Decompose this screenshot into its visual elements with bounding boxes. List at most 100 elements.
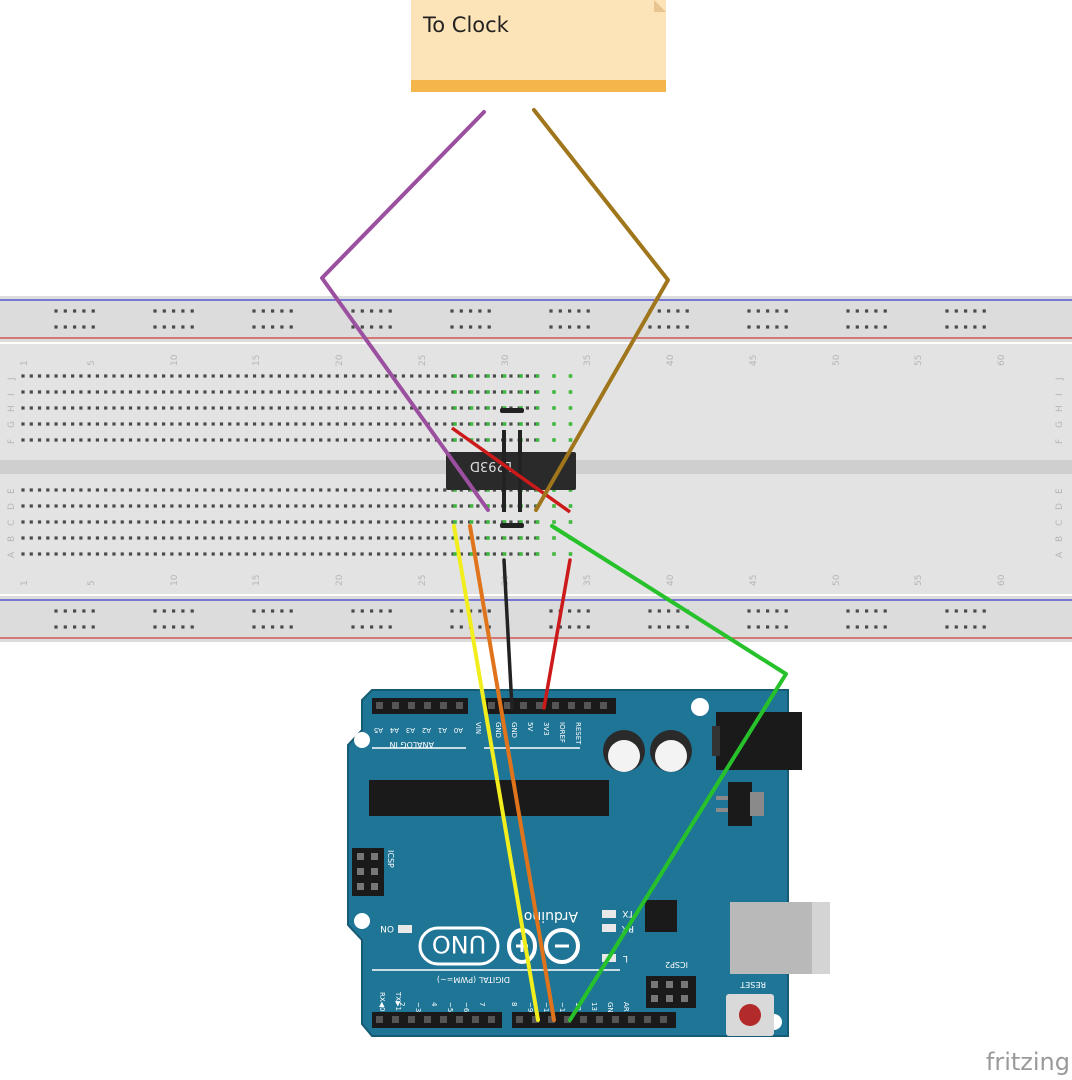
breadboard-hole [170, 504, 174, 508]
icsp-header-pins [357, 853, 378, 890]
rail-hole [855, 309, 859, 313]
breadboard-hole [360, 390, 364, 394]
breadboard-hole [228, 488, 232, 492]
breadboard-hole [161, 422, 166, 426]
reset-button[interactable] [739, 1004, 761, 1026]
breadboard-hole [426, 536, 430, 540]
rail-hole [73, 325, 77, 329]
breadboard-hole [244, 406, 248, 410]
breadboard-hole [286, 552, 290, 556]
connected-hole [568, 406, 573, 410]
breadboard-hole [195, 488, 199, 492]
wire-yellow[interactable] [452, 524, 540, 1022]
rail-hole [450, 325, 454, 329]
rail-hole [846, 325, 850, 329]
wire-black[interactable] [502, 558, 514, 710]
rail-hole [487, 609, 491, 613]
connected-hole [552, 390, 556, 394]
reset-label: RESET [740, 980, 766, 989]
rail-hole [181, 325, 185, 329]
breadboard-hole [178, 536, 182, 540]
analog-pin-labels: A5 A4 A3 A2 A1 A0 [374, 726, 463, 734]
breadboard-hole [426, 504, 430, 508]
header-pin [392, 1016, 399, 1023]
arduino-uno[interactable]: A5 A4 A3 A2 A1 A0 ANALOG IN VIN GND GND … [347, 689, 830, 1037]
breadboard-hole [211, 504, 215, 508]
col-num-top: 5 [87, 360, 97, 366]
connected-hole [535, 552, 540, 556]
breadboard-hole [37, 390, 42, 394]
rail-hole [855, 609, 859, 613]
breadboard-hole [252, 390, 257, 394]
header-pin [532, 1016, 539, 1023]
breadboard-hole [195, 438, 199, 442]
breadboard-hole [277, 406, 281, 410]
wire-purple[interactable] [320, 110, 490, 512]
breadboard-hole [418, 536, 422, 540]
col-num-bottom: 40 [666, 574, 676, 586]
rail-hole [172, 609, 176, 613]
breadboard-hole [186, 422, 190, 426]
breadboard-hole [137, 390, 141, 394]
breadboard-hole [476, 422, 480, 426]
breadboard-hole [286, 390, 290, 394]
breadboard-hole [54, 488, 58, 492]
breadboard-hole [170, 374, 174, 378]
breadboard-hole [377, 422, 381, 426]
rail-hole [676, 609, 680, 613]
breadboard-hole [377, 552, 381, 556]
connected-hole [568, 552, 573, 556]
fritzing-watermark: fritzing [986, 1048, 1070, 1076]
rail-hole [964, 325, 968, 329]
breadboard-hole [476, 520, 480, 524]
breadboard-hole [302, 536, 306, 540]
connected-hole [486, 390, 490, 394]
breadboard-hole [476, 406, 480, 410]
icsp-header [352, 848, 384, 896]
breadboard-hole [120, 520, 124, 524]
breadboard-hole [343, 552, 348, 556]
breadboard-hole [294, 520, 298, 524]
col-num-top: 25 [418, 355, 428, 366]
breadboard-hole [170, 406, 174, 410]
breadboard-hole [54, 552, 58, 556]
breadboard-hole [261, 520, 265, 524]
note-strip [411, 80, 666, 92]
on-led [398, 925, 412, 933]
power-pin-label: GND [494, 722, 502, 738]
rail-hole [388, 609, 392, 613]
wire-brown[interactable] [532, 108, 670, 512]
rail-hole [73, 609, 77, 613]
icsp-pin [371, 868, 378, 875]
breadboard-hole [418, 374, 422, 378]
col-num-bottom: 5 [87, 580, 97, 586]
connected-hole [453, 520, 457, 524]
wire-orange[interactable] [468, 524, 556, 1022]
header-pin [520, 702, 527, 709]
rail-hole [667, 609, 671, 613]
rail-hole [54, 609, 58, 613]
breadboard-hole [327, 422, 331, 426]
breadboard-hole [186, 438, 190, 442]
wire-red[interactable] [542, 558, 572, 710]
breadboard-hole [104, 438, 108, 442]
rail-hole [459, 325, 463, 329]
breadboard-hole [451, 406, 455, 410]
rail-hole [549, 625, 553, 629]
breadboard-hole [418, 438, 422, 442]
wire-green[interactable] [550, 524, 788, 1022]
breadboard-hole [327, 438, 331, 442]
rail-hole [63, 309, 67, 313]
breadboard-hole [443, 536, 447, 540]
breadboard-hole [443, 520, 447, 524]
icsp2-pin [666, 981, 673, 988]
rail-hole [577, 609, 581, 613]
breadboard-hole [310, 504, 315, 508]
connected-hole [502, 536, 507, 540]
icsp2-header [646, 976, 696, 1008]
breadboard-hole [37, 374, 42, 378]
rail-hole [865, 625, 869, 629]
breadboard-hole [385, 488, 389, 492]
icsp2-pin [681, 981, 688, 988]
rail-hole [82, 325, 86, 329]
